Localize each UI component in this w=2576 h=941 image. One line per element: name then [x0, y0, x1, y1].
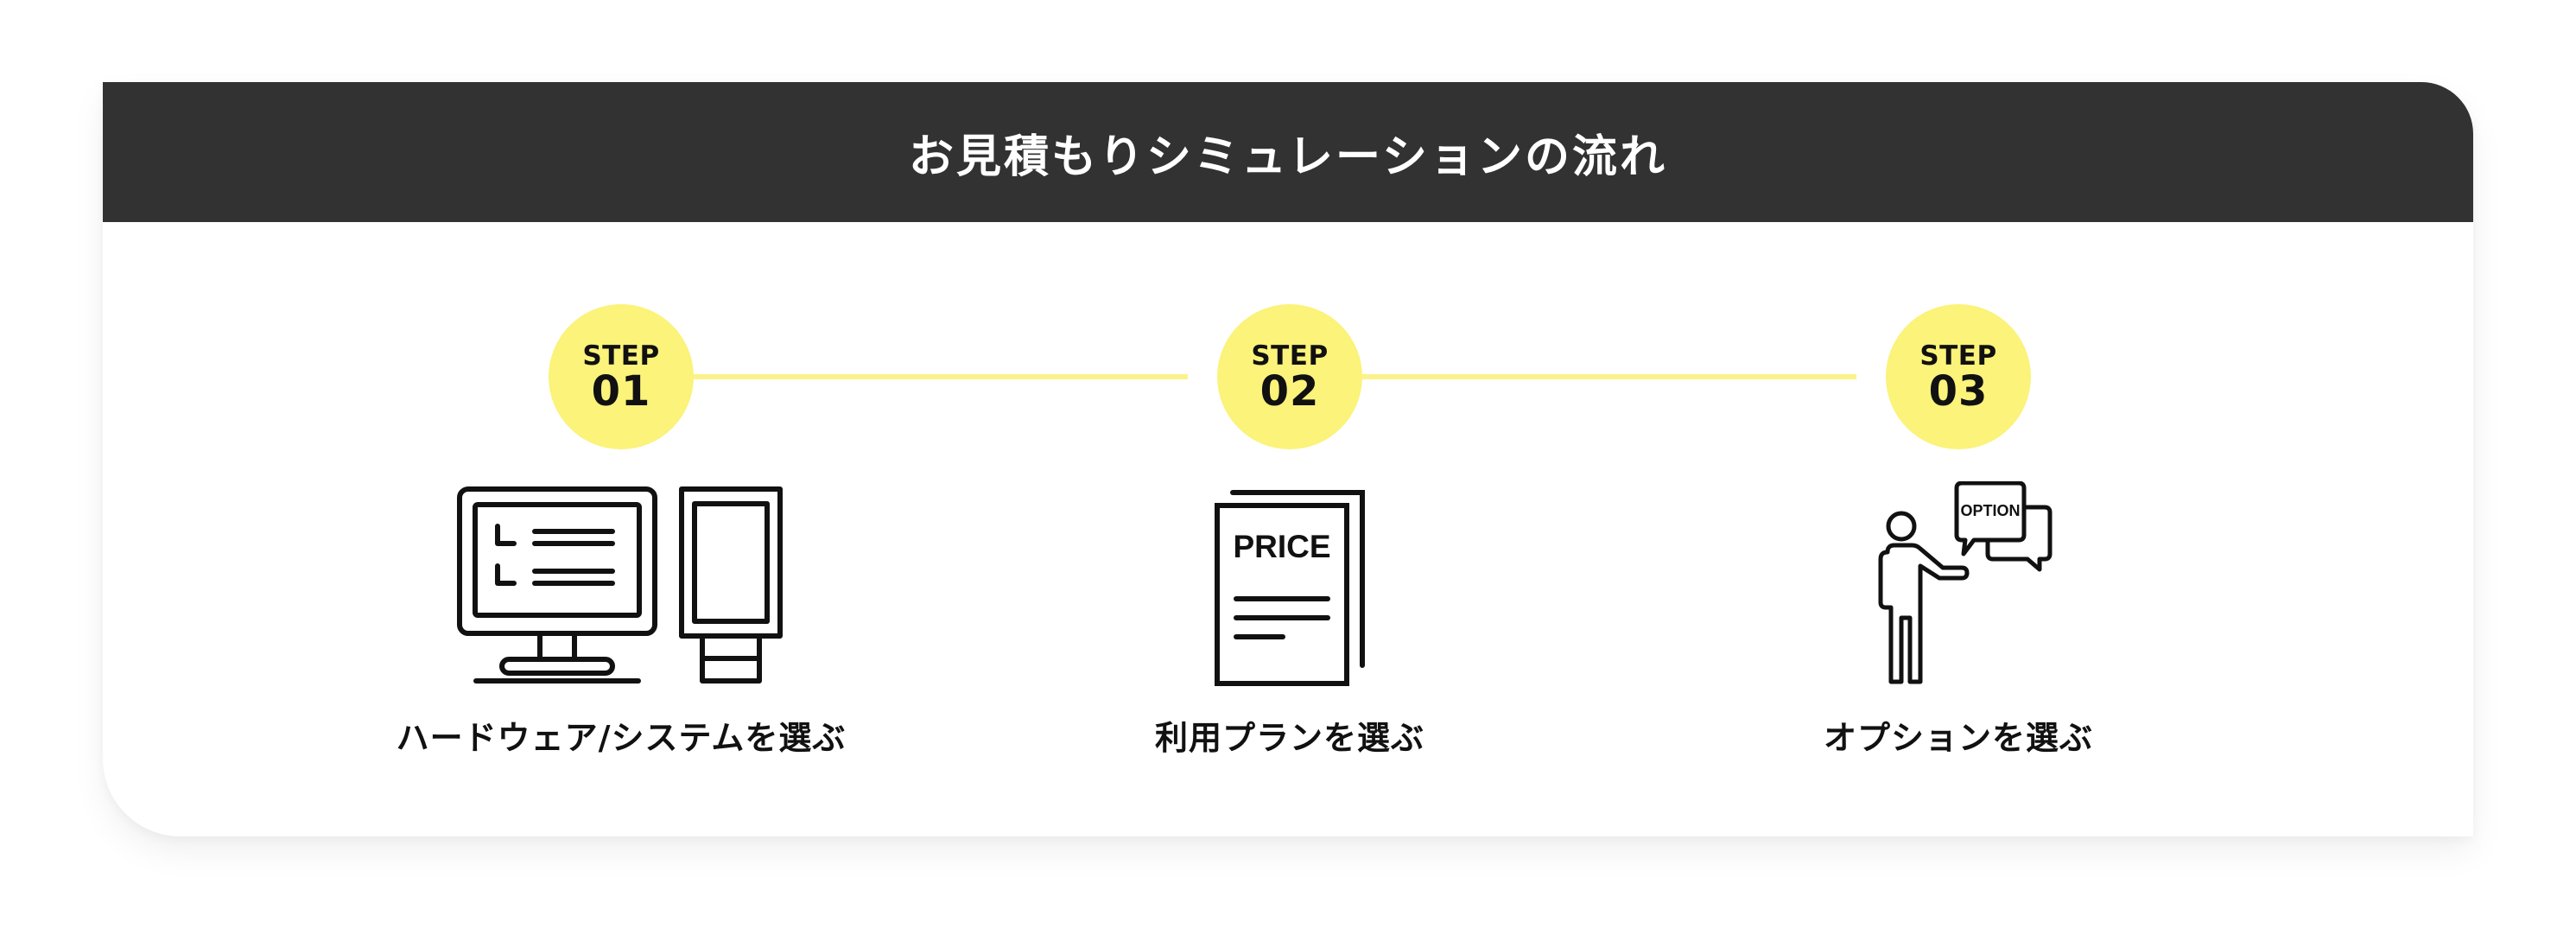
- step-3-number: 03: [1928, 367, 1989, 416]
- step-3-label: オプションを選ぶ: [1823, 719, 2093, 757]
- price-document-icon: PRICE: [1215, 490, 1365, 686]
- card-header: お見積もりシミュレーションの流れ: [103, 82, 2473, 222]
- step-2-label: 利用プランを選ぶ: [1154, 719, 1424, 757]
- step-3-badge: STEP 03: [1886, 304, 2031, 449]
- step-connector-2-3: [1288, 374, 1856, 379]
- step-2-word: STEP: [1251, 340, 1329, 372]
- step-connector-1-2: [619, 374, 1188, 379]
- step-1-badge: STEP 01: [549, 304, 694, 449]
- step-1-word: STEP: [582, 340, 660, 372]
- step-1-label: ハードウェア/システムを選ぶ: [396, 719, 847, 757]
- step-3-word: STEP: [1919, 340, 1997, 372]
- step-1-number: 01: [591, 367, 651, 416]
- price-icon-text: PRICE: [1233, 529, 1330, 564]
- flow-card: お見積もりシミュレーションの流れ STEP 01: [103, 82, 2473, 836]
- option-icon-text: OPTION: [1960, 502, 2020, 519]
- step-2-number: 02: [1259, 367, 1320, 416]
- step-2-badge: STEP 02: [1217, 304, 1362, 449]
- header-title: お見積もりシミュレーションの流れ: [909, 130, 1667, 183]
- person-with-speech-bubbles-icon: OPTION: [1878, 481, 2053, 684]
- computer-and-kiosk-icon: [457, 486, 783, 683]
